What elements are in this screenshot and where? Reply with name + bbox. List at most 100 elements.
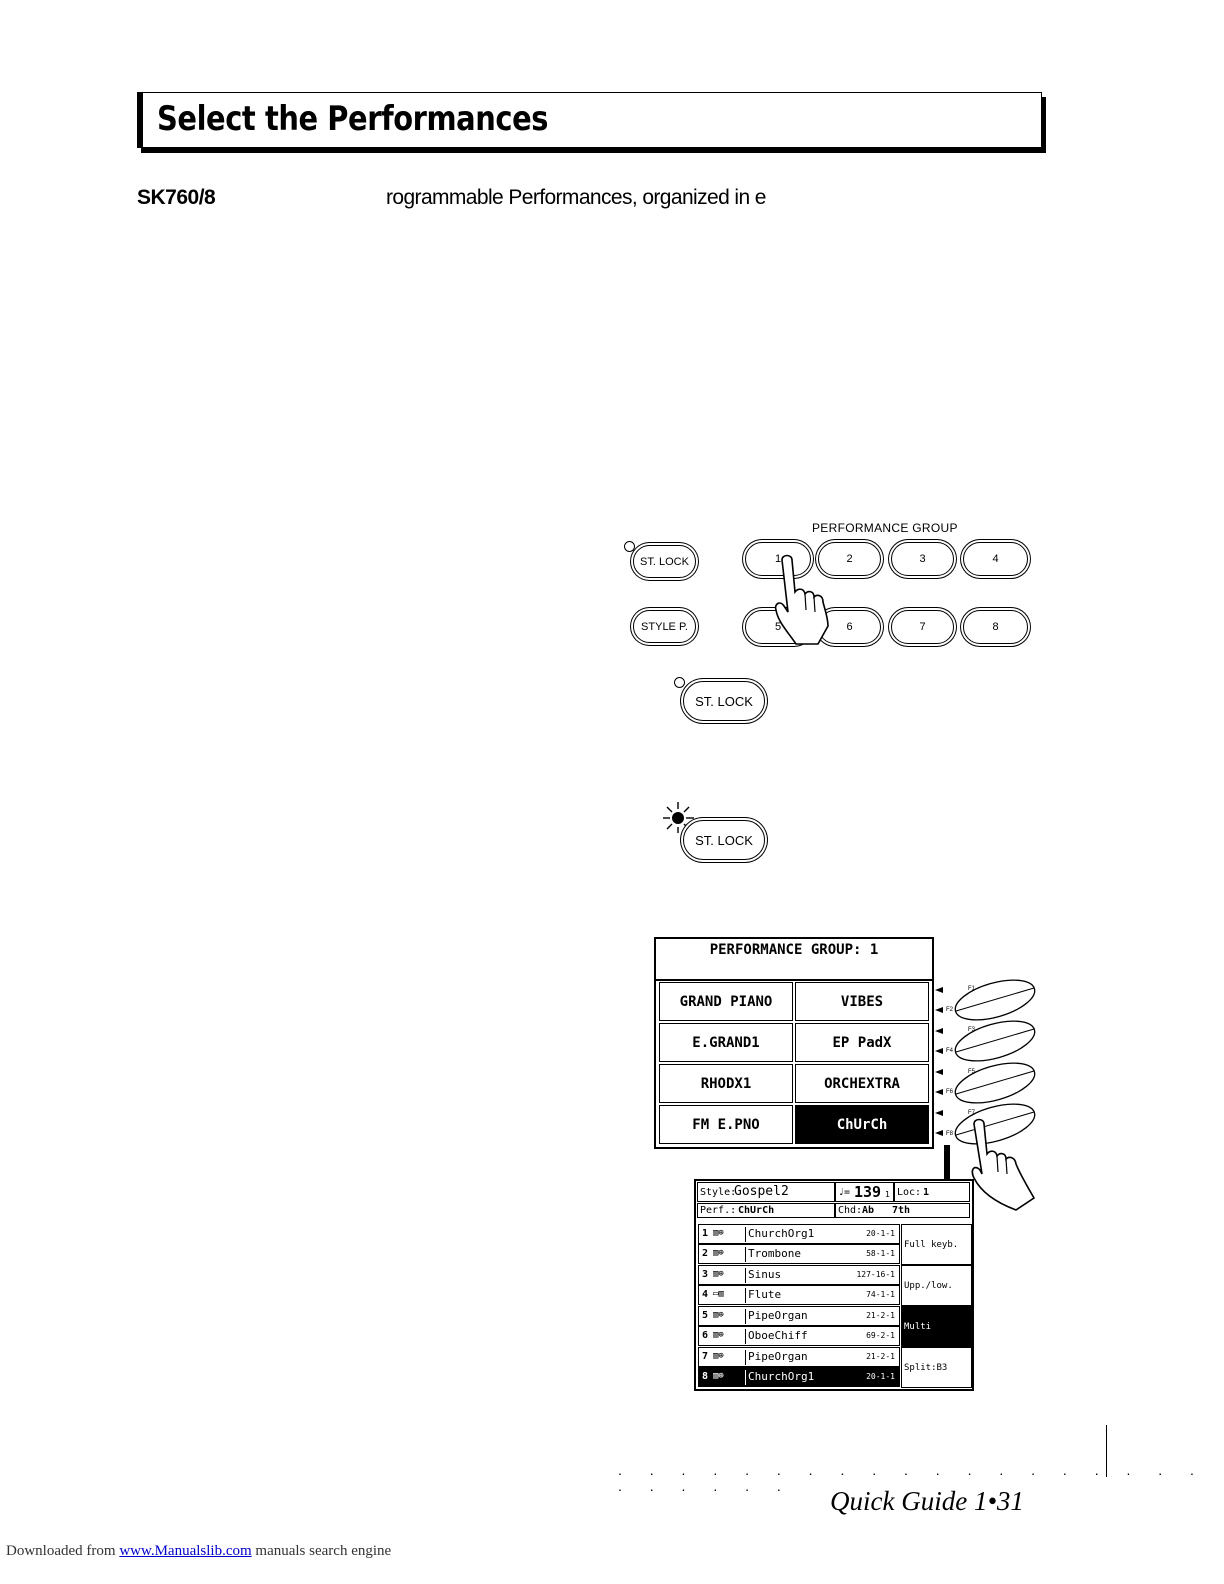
fkey-label: F8 xyxy=(946,1131,954,1137)
fkey-label: F7 xyxy=(968,1110,976,1116)
section-title-box: Select the Performances xyxy=(137,92,1042,148)
display-title: PERFORMANCE GROUP: 1 xyxy=(656,939,932,981)
track-program: 20-1-1 xyxy=(866,1229,895,1238)
group-button-label: 3 xyxy=(919,553,926,565)
download-prefix: Downloaded from xyxy=(6,1543,116,1559)
style-value: Gospel2 xyxy=(734,1184,789,1199)
fkey-label: F5 xyxy=(968,1069,976,1075)
download-note: Downloaded from www.Manualslib.com manua… xyxy=(6,1543,391,1560)
perf-label: Perf.: xyxy=(700,1205,737,1216)
group-button-label: 5 xyxy=(774,621,782,633)
manualslib-link[interactable]: www.Manualslib.com xyxy=(119,1543,252,1559)
keyboard-icon: ▥⊕ xyxy=(713,1269,724,1279)
keyboard-icon: ▥⊕ xyxy=(713,1330,724,1340)
performance-cell-1[interactable]: GRAND PIANO xyxy=(659,982,793,1021)
performance-cell-4[interactable]: EP PadX xyxy=(795,1023,929,1062)
tempo-symbol: ♩= xyxy=(838,1187,851,1198)
margin-rule xyxy=(1106,1425,1107,1477)
style-p-button[interactable]: STYLE P. xyxy=(633,610,696,643)
style-p-label: STYLE P. xyxy=(641,620,688,633)
st-lock-button-off[interactable]: ST. LOCK xyxy=(683,681,765,721)
page-title: Select the Performances xyxy=(157,99,549,139)
track-name: ChurchOrg1 xyxy=(745,1370,814,1385)
track-program: 127-16-1 xyxy=(856,1270,895,1279)
track-name: OboeChiff xyxy=(745,1329,808,1344)
loc-label: Loc: xyxy=(897,1187,922,1198)
pointing-hand-icon xyxy=(774,554,829,645)
main-screen: Style: Gospel2 ♩= 139 1 Loc: 1 Perf.: Ch… xyxy=(694,1179,974,1391)
performance-cell-7[interactable]: FM E.PNO xyxy=(659,1105,793,1144)
track-name: PipeOrgan xyxy=(745,1350,808,1365)
track-number: 4 xyxy=(702,1289,709,1300)
mode-full-keyboard[interactable]: Full keyb. xyxy=(901,1224,972,1265)
group-button-label: 1 xyxy=(774,553,782,565)
track-program: 20-1-1 xyxy=(866,1372,895,1381)
download-suffix: manuals search engine xyxy=(255,1543,392,1559)
track-number: 5 xyxy=(702,1310,709,1321)
keyboard-icon: ▥⊕ xyxy=(713,1228,724,1238)
group-button-label: 7 xyxy=(919,621,926,633)
track-number: 7 xyxy=(702,1351,709,1362)
track-name: Flute xyxy=(745,1288,781,1303)
model-name: SK760/8 xyxy=(137,186,216,209)
group-button-label: 6 xyxy=(846,621,853,633)
keyboard-icon: ▥⊕ xyxy=(713,1371,724,1381)
track-row[interactable]: 5 ▥⊕ PipeOrgan 21-2-1 xyxy=(698,1306,900,1326)
track-number: 2 xyxy=(702,1248,709,1259)
tempo-field: ♩= 139 1 xyxy=(835,1182,894,1202)
fkey-label: F1 xyxy=(968,986,976,992)
st-lock-button-on[interactable]: ST. LOCK xyxy=(683,820,765,860)
style-field: Style: Gospel2 xyxy=(697,1182,835,1202)
performance-cell-8-selected[interactable]: ChUrCh xyxy=(795,1105,929,1144)
performance-group-label: PERFORMANCE GROUP xyxy=(812,521,958,535)
st-lock-led-off xyxy=(674,677,685,688)
group-button-3[interactable]: 3 xyxy=(891,542,954,576)
performance-group-display: PERFORMANCE GROUP: 1 GRAND PIANO VIBES E… xyxy=(654,937,934,1149)
track-program: 74-1-1 xyxy=(866,1290,895,1299)
group-button-1[interactable]: 1 xyxy=(745,542,811,576)
tempo-sub: 1 xyxy=(885,1190,890,1199)
chord-type: 7th xyxy=(892,1205,911,1216)
performance-cell-6[interactable]: ORCHEXTRA xyxy=(795,1064,929,1103)
mode-multi-selected[interactable]: Multi xyxy=(901,1306,972,1347)
group-button-7[interactable]: 7 xyxy=(891,610,954,644)
st-lock-button[interactable]: ST. LOCK xyxy=(633,545,696,578)
group-button-label: 2 xyxy=(846,553,853,565)
keyboard-icon: ▥⊕ xyxy=(713,1310,724,1320)
group-button-4[interactable]: 4 xyxy=(963,542,1028,576)
loc-value: 1 xyxy=(923,1187,930,1198)
track-program: 21-2-1 xyxy=(866,1311,895,1320)
loc-field: Loc: 1 xyxy=(894,1182,970,1202)
tempo-value: 139 xyxy=(854,1183,882,1201)
st-lock-label: ST. LOCK xyxy=(695,693,753,709)
page-number: Quick Guide 1•31 xyxy=(830,1486,1024,1516)
track-row[interactable]: 1 ▥⊕ ChurchOrg1 20-1-1 xyxy=(698,1224,900,1244)
performance-cell-2[interactable]: VIBES xyxy=(795,982,929,1021)
mode-upper-lower[interactable]: Upp./low. xyxy=(901,1265,972,1306)
fkey-label: F4 xyxy=(946,1048,954,1054)
group-button-label: 4 xyxy=(992,553,999,565)
chord-label: Chd: xyxy=(838,1205,863,1216)
mode-split[interactable]: Split:B3 xyxy=(901,1347,972,1388)
perf-value: ChUrCh xyxy=(738,1205,775,1216)
track-name: Sinus xyxy=(745,1268,781,1283)
track-name: PipeOrgan xyxy=(745,1309,808,1324)
group-button-2[interactable]: 2 xyxy=(818,542,881,576)
fkey-label: F6 xyxy=(946,1089,954,1095)
style-label: Style: xyxy=(700,1187,737,1198)
performance-cell-5[interactable]: RHODX1 xyxy=(659,1064,793,1103)
intro-text: rogrammable Performances, organized in e xyxy=(386,186,766,209)
performance-cell-3[interactable]: E.GRAND1 xyxy=(659,1023,793,1062)
track-row-selected[interactable]: 8 ▥⊕ ChurchOrg1 20-1-1 xyxy=(698,1367,900,1387)
keyboard-icon: ▥⊕ xyxy=(713,1351,724,1361)
track-name: ChurchOrg1 xyxy=(745,1227,814,1242)
group-button-8[interactable]: 8 xyxy=(963,610,1028,644)
track-number: 8 xyxy=(702,1371,709,1382)
chord-field: Chd: Ab 7th xyxy=(835,1203,970,1218)
track-number: 1 xyxy=(702,1228,709,1239)
